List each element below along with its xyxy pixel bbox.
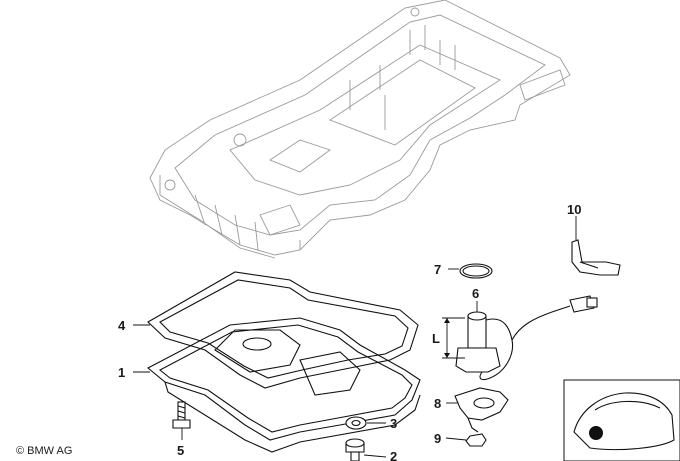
callout-4: 4 bbox=[118, 318, 126, 333]
upper-oil-pan-ghost bbox=[149, 0, 571, 259]
washer-part-3 bbox=[345, 416, 367, 430]
bolt-part-5 bbox=[172, 401, 191, 429]
callout-7: 7 bbox=[434, 262, 441, 277]
o-ring-part-7 bbox=[459, 263, 493, 279]
dimension-l: L bbox=[432, 317, 465, 359]
drain-plug-part-2 bbox=[345, 438, 365, 461]
callout-2: 2 bbox=[390, 449, 397, 461]
callout-8: 8 bbox=[434, 396, 441, 411]
leader-lines bbox=[133, 216, 577, 458]
copyright-notice: © BMW AG bbox=[16, 445, 73, 457]
oil-level-sensor-part-6 bbox=[455, 295, 598, 381]
nut-part-9 bbox=[465, 433, 487, 447]
callout-5: 5 bbox=[177, 443, 184, 458]
callout-1: 1 bbox=[118, 365, 125, 380]
bracket-part-10 bbox=[571, 239, 621, 276]
callouts: 1 2 3 4 5 6 7 8 9 10 bbox=[118, 202, 581, 461]
bracket-part-8 bbox=[454, 387, 509, 433]
dimension-label: L bbox=[432, 331, 440, 346]
callout-3: 3 bbox=[390, 416, 397, 431]
callout-6: 6 bbox=[472, 286, 479, 301]
lower-oil-pan-part-1 bbox=[147, 317, 421, 453]
callout-9: 9 bbox=[434, 431, 441, 446]
vehicle-locator-thumbnail bbox=[563, 379, 680, 461]
callout-10: 10 bbox=[567, 202, 581, 217]
gasket-part-4 bbox=[147, 271, 419, 389]
